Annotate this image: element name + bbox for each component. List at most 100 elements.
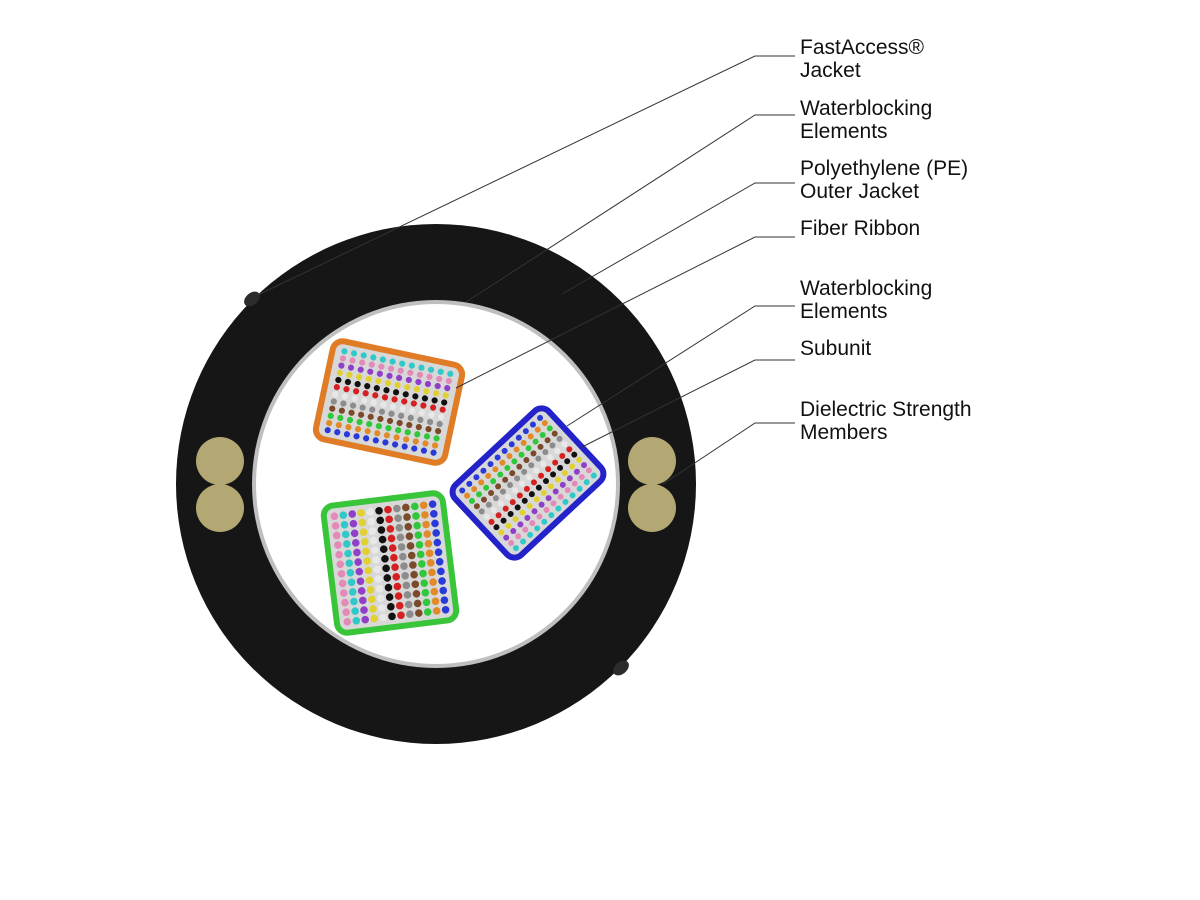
fiber [382, 439, 389, 446]
fiber [365, 576, 374, 584]
fiber [499, 459, 506, 466]
fiber [483, 484, 490, 491]
fiber [564, 458, 571, 465]
fiber [528, 462, 535, 469]
fiber [360, 606, 368, 614]
fiber [353, 548, 361, 557]
fiber [384, 505, 392, 514]
fiber [547, 483, 554, 490]
subunit-blue [449, 405, 607, 561]
fiber [569, 463, 576, 470]
fiber [359, 528, 368, 536]
fiber [499, 488, 506, 495]
fiber [506, 453, 513, 460]
leader-line-dielectric [662, 422, 795, 485]
fiber [431, 442, 439, 449]
fiber [430, 404, 437, 411]
fiber [397, 367, 404, 374]
fiber [559, 481, 566, 488]
fiber [497, 500, 504, 507]
fiber [396, 374, 403, 381]
fiber [434, 382, 441, 390]
fiber [371, 546, 379, 555]
fiber [468, 497, 475, 504]
fiber [478, 479, 485, 486]
fiber [422, 520, 430, 529]
fiber [431, 519, 439, 528]
fastaccess-notch [613, 660, 629, 676]
fiber [384, 379, 392, 387]
fiber [402, 581, 411, 590]
leader-line-subunit [581, 359, 795, 448]
fiber [554, 476, 561, 483]
fiber [578, 473, 585, 480]
fiber [388, 544, 397, 552]
fiber [386, 417, 394, 425]
fiber [571, 451, 578, 458]
fiber [368, 527, 377, 535]
fiber [338, 362, 345, 369]
fiber [377, 415, 384, 422]
fiber [389, 403, 397, 410]
fiber [538, 501, 545, 508]
fiber [414, 431, 421, 438]
fiber [511, 487, 518, 494]
fiber [562, 498, 569, 505]
fiber [405, 376, 412, 384]
fiber [410, 570, 418, 579]
fiber [497, 471, 504, 478]
fiber [423, 530, 432, 538]
fiber [375, 506, 383, 515]
fiber [326, 419, 333, 427]
fiber [412, 512, 420, 520]
strength-member [196, 437, 244, 485]
fiber [372, 392, 379, 399]
fiber [367, 517, 376, 526]
fiber [329, 405, 336, 412]
fiber [367, 595, 376, 604]
fiber [359, 359, 366, 366]
fiber [530, 479, 537, 486]
fiber [549, 442, 556, 449]
fiber [398, 412, 405, 419]
fiber [349, 357, 356, 364]
fiber [420, 447, 428, 454]
fiber [556, 435, 563, 442]
fiber [340, 520, 349, 529]
fiber [527, 531, 534, 538]
fiber [435, 428, 442, 435]
subunit-frame [320, 490, 460, 636]
fiber [509, 499, 516, 506]
fiber [530, 450, 537, 457]
fiber [409, 561, 417, 569]
leader-line-pe-jacket [561, 182, 795, 295]
fiber [386, 372, 393, 379]
fiber [324, 427, 331, 434]
fiber [447, 370, 454, 377]
fiber [537, 443, 544, 450]
fiber [569, 492, 576, 499]
leader-line-waterblocking-inner [566, 305, 795, 427]
fiber [478, 508, 485, 515]
fiber [341, 393, 348, 400]
fiber [388, 410, 395, 417]
fiber [350, 350, 358, 357]
fiber [551, 430, 558, 437]
fiber [425, 426, 432, 433]
fiber [419, 501, 428, 510]
fiber [341, 530, 350, 539]
fiber [526, 502, 533, 509]
fiber [335, 550, 343, 559]
fiber [531, 508, 538, 515]
fiber [566, 475, 573, 482]
fiber [534, 426, 541, 433]
fiber [380, 401, 387, 408]
fiber [336, 560, 345, 569]
fiber [394, 382, 401, 389]
fiber-ribbon-stack [459, 414, 597, 552]
fiber [327, 412, 334, 419]
fiber [518, 451, 525, 458]
fiber [423, 433, 431, 440]
fiber [535, 484, 542, 491]
